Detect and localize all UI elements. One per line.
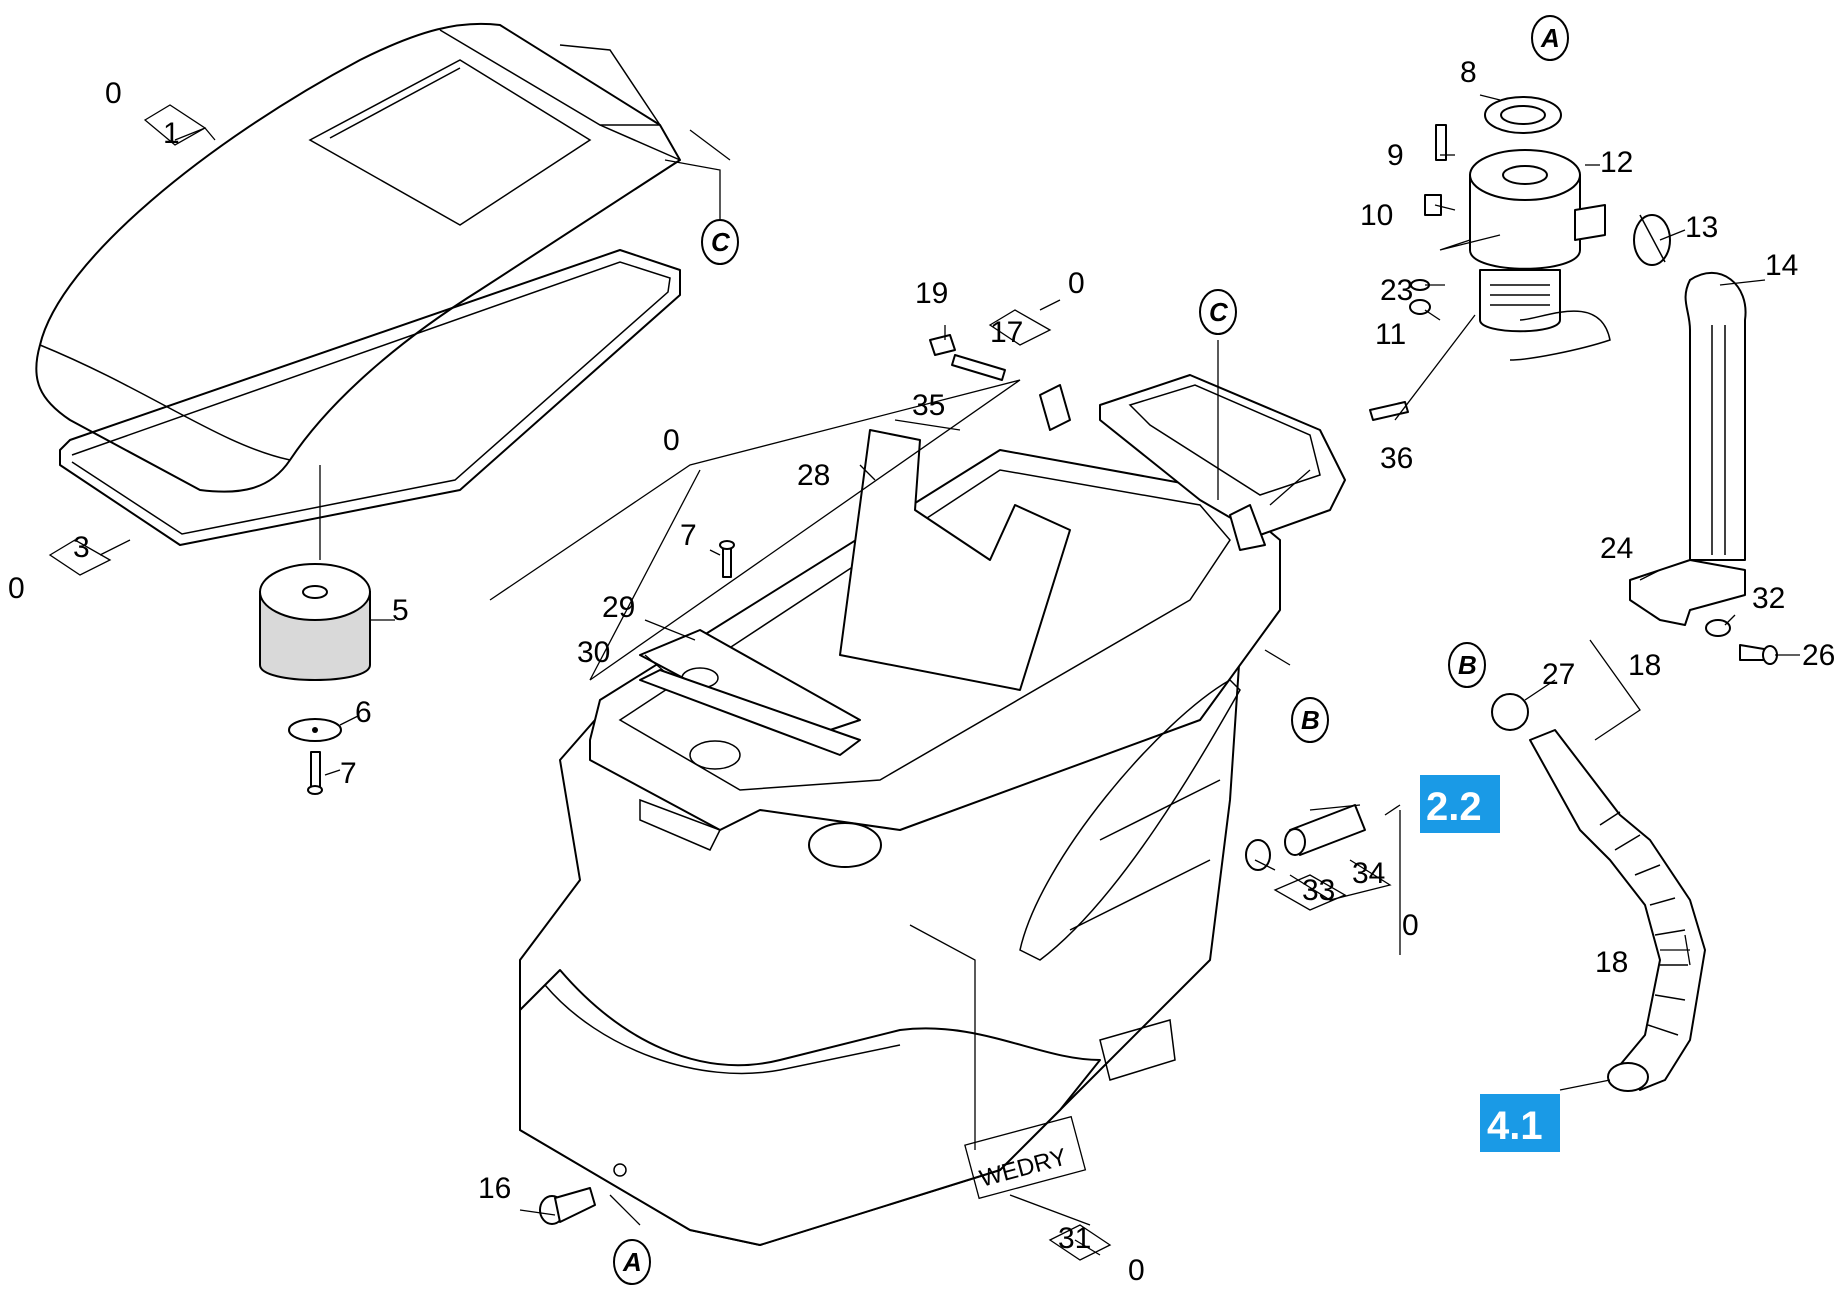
cover-gasket (59, 249, 681, 546)
svg-text:C: C (1209, 297, 1229, 327)
screw-16 (539, 1187, 596, 1225)
label-part-23: 23 (1380, 274, 1413, 307)
label-part-29: 29 (602, 591, 635, 624)
label-part-12: 12 (1600, 146, 1633, 179)
label-part-7-lower: 7 (340, 757, 357, 790)
label-part-26: 26 (1802, 639, 1835, 672)
mount-10 (1424, 194, 1442, 216)
svg-text:4.1: 4.1 (1487, 1104, 1543, 1148)
main-tank (519, 374, 1346, 1246)
label-part-32: 32 (1752, 582, 1785, 615)
label-part-14: 14 (1765, 249, 1798, 282)
plate-30 (639, 669, 861, 770)
label-part-27: 27 (1542, 658, 1575, 691)
bolt-17 (951, 354, 1006, 381)
label-part-6: 6 (355, 696, 372, 729)
connector-a-bottom: A (613, 1239, 651, 1285)
connector-b-left: B (1291, 697, 1329, 743)
label-part-31: 31 (1058, 1222, 1091, 1255)
o-ring-33 (1245, 839, 1271, 871)
leader-lines (99, 94, 1800, 1256)
pin-19 (929, 334, 956, 356)
spring-36 (1369, 401, 1409, 421)
label-zero-1: 0 (105, 77, 122, 110)
label-part-16: 16 (478, 1172, 511, 1205)
label-boxes (48, 104, 1347, 1261)
hose-14 (1684, 271, 1747, 561)
label-part-18-top: 18 (1628, 649, 1661, 682)
label-zero-31: 0 (1128, 1254, 1145, 1287)
connector-c-mid: C (1199, 289, 1237, 335)
label-part-7-upper: 7 (680, 519, 697, 552)
label-part-30: 30 (577, 636, 610, 669)
hose-18 (1529, 729, 1706, 1092)
screw-7-lower (307, 751, 323, 795)
washer-6 (288, 718, 342, 742)
label-part-36: 36 (1380, 442, 1413, 475)
label-zero-main: 0 (663, 424, 680, 457)
label-part-28: 28 (797, 459, 830, 492)
label-part-18-mid: 18 (1595, 946, 1628, 979)
washer-32 (1705, 619, 1731, 637)
label-part-10: 10 (1360, 199, 1393, 232)
screw-7-upper (719, 540, 735, 578)
label-part-11: 11 (1375, 318, 1406, 351)
svg-text:A: A (1540, 23, 1560, 53)
cap-27 (1491, 693, 1529, 731)
svg-text:B: B (1301, 705, 1320, 735)
clip-24 (1629, 559, 1746, 626)
filter-cartridge (259, 563, 371, 681)
label-zero-17: 0 (1068, 267, 1085, 300)
reference-2-2[interactable]: 2.2 (1420, 775, 1500, 833)
label-part-17: 17 (990, 316, 1023, 349)
label-part-3: 3 (73, 531, 90, 564)
label-part-19: 19 (915, 277, 948, 310)
label-part-35: 35 (912, 389, 945, 422)
part-labels: 0 1 3 0 5 6 7 7 0 28 35 29 30 19 17 0 8 … (8, 56, 1835, 1287)
svg-text:B: B (1458, 650, 1477, 680)
connector-a-top: A (1531, 15, 1569, 61)
screw-26 (1739, 644, 1778, 665)
connector-b-right: B (1448, 642, 1486, 688)
label-zero-34: 0 (1402, 909, 1419, 942)
label-zero-3: 0 (8, 572, 25, 605)
label-part-24: 24 (1600, 532, 1633, 565)
connector-c-top: C (701, 219, 739, 265)
motor-assembly (1469, 96, 1671, 361)
connector-markers: A C C B B A (613, 15, 1569, 1285)
svg-text:2.2: 2.2 (1426, 785, 1482, 829)
label-part-8: 8 (1460, 56, 1477, 89)
label-part-33: 33 (1302, 874, 1335, 907)
svg-text:C: C (711, 227, 731, 257)
label-part-9: 9 (1387, 139, 1404, 172)
divider-plate-28 (839, 429, 1071, 691)
label-part-5: 5 (392, 594, 409, 627)
label-part-1: 1 (163, 117, 180, 150)
pipe-34 (1284, 804, 1366, 856)
reference-4-1[interactable]: 4.1 (1480, 1094, 1560, 1152)
label-part-34: 34 (1352, 857, 1385, 890)
standoff-9 (1435, 124, 1447, 161)
cover-lid (35, 22, 681, 493)
label-part-13: 13 (1685, 211, 1718, 244)
svg-text:A: A (622, 1247, 642, 1277)
